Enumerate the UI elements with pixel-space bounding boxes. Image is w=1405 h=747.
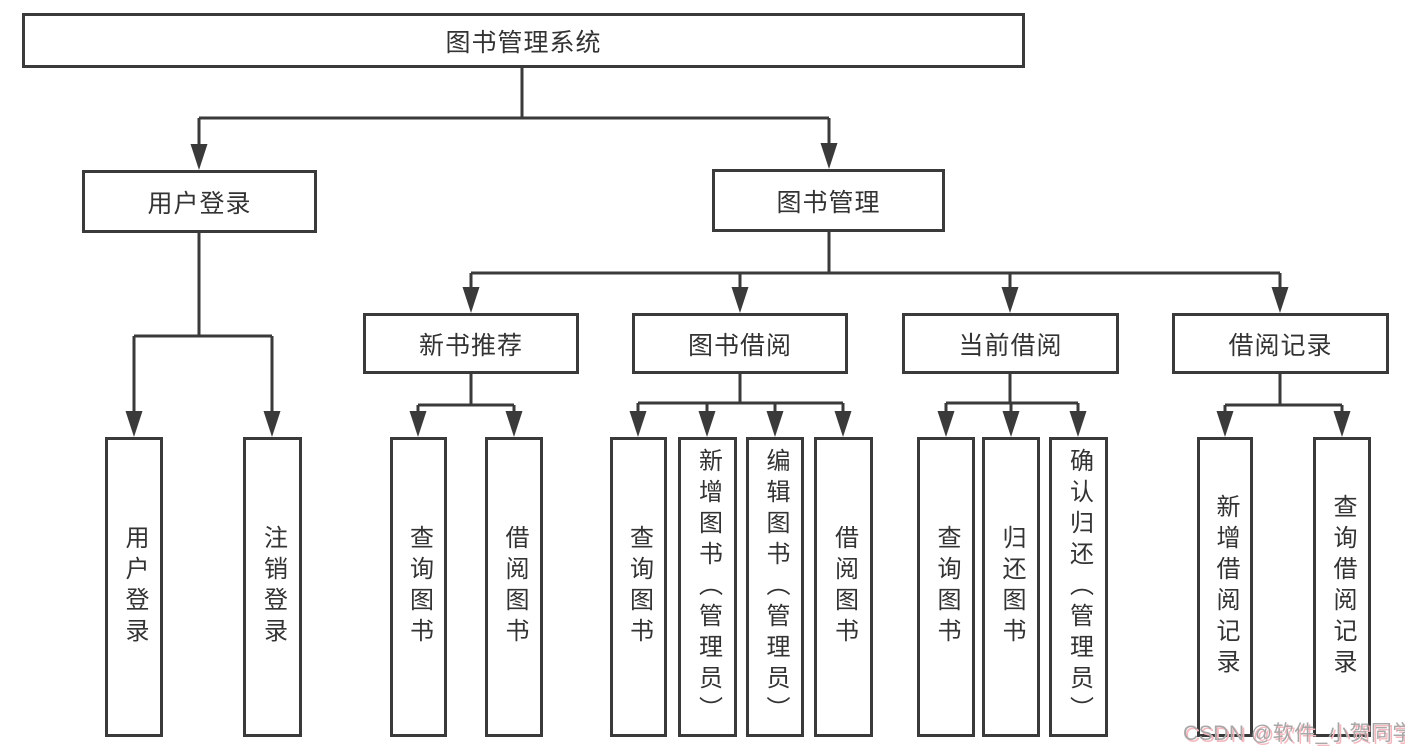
node-user-login: 用户登录 [82, 170, 317, 233]
leaf-query-books-current: 查询图书 [917, 437, 975, 737]
node-new-book-recommend: 新书推荐 [363, 313, 579, 374]
arrow-down-icon [1333, 411, 1351, 437]
leaf-add-books-admin: 新增图书（管理员） [678, 437, 737, 737]
connector-book-borrow-children [636, 374, 845, 417]
arrow-down-icon [505, 411, 523, 437]
csdn-watermark: CSDN @软件_小贺同学 [1183, 722, 1405, 745]
leaf-user-login: 用户登录 [105, 437, 163, 737]
node-book-management: 图书管理 [712, 169, 945, 232]
connector-root-to-level2 [197, 68, 831, 150]
node-current-borrowing: 当前借阅 [902, 313, 1119, 374]
node-root-library-system: 图书管理系统 [22, 13, 1025, 68]
arrow-down-icon [834, 411, 852, 437]
leaf-confirm-return-admin: 确认归还（管理员） [1049, 437, 1108, 737]
leaf-query-borrow-record: 查询借阅记录 [1313, 437, 1371, 737]
arrow-down-icon [1001, 287, 1019, 313]
arrow-down-icon [698, 411, 716, 437]
connector-user-login-children [132, 233, 274, 417]
arrow-down-icon [1002, 411, 1020, 437]
arrow-down-icon [1216, 411, 1234, 437]
leaf-borrow-books: 借阅图书 [814, 437, 873, 737]
leaf-edit-books-admin: 编辑图书（管理员） [746, 437, 804, 737]
leaf-return-books: 归还图书 [982, 437, 1040, 737]
leaf-query-books-recommend: 查询图书 [390, 437, 447, 737]
connector-borrow-record-children [1223, 374, 1344, 417]
arrow-down-icon [937, 411, 955, 437]
leaf-logout: 注销登录 [243, 437, 302, 737]
connector-book-mgmt-children [469, 232, 1282, 293]
arrow-down-icon [125, 411, 143, 437]
arrow-down-icon [263, 411, 281, 437]
arrow-down-icon [462, 287, 480, 313]
arrow-down-icon [190, 144, 208, 170]
arrow-down-icon [629, 411, 647, 437]
arrow-down-icon [731, 287, 749, 313]
arrow-down-icon [766, 411, 784, 437]
arrow-down-icon [1069, 411, 1087, 437]
connector-new-book-rec-children [416, 374, 516, 417]
leaf-add-borrow-record: 新增借阅记录 [1197, 437, 1253, 737]
arrowheads [125, 143, 1351, 437]
arrow-down-icon [409, 411, 427, 437]
arrow-down-icon [1271, 287, 1289, 313]
leaf-query-books-borrowing: 查询图书 [610, 437, 667, 737]
connector-current-borrow-children [944, 374, 1080, 417]
node-borrow-records: 借阅记录 [1172, 313, 1389, 374]
arrow-down-icon [820, 143, 838, 169]
node-book-borrowing: 图书借阅 [632, 313, 848, 374]
leaf-borrow-books-recommend: 借阅图书 [485, 437, 543, 737]
